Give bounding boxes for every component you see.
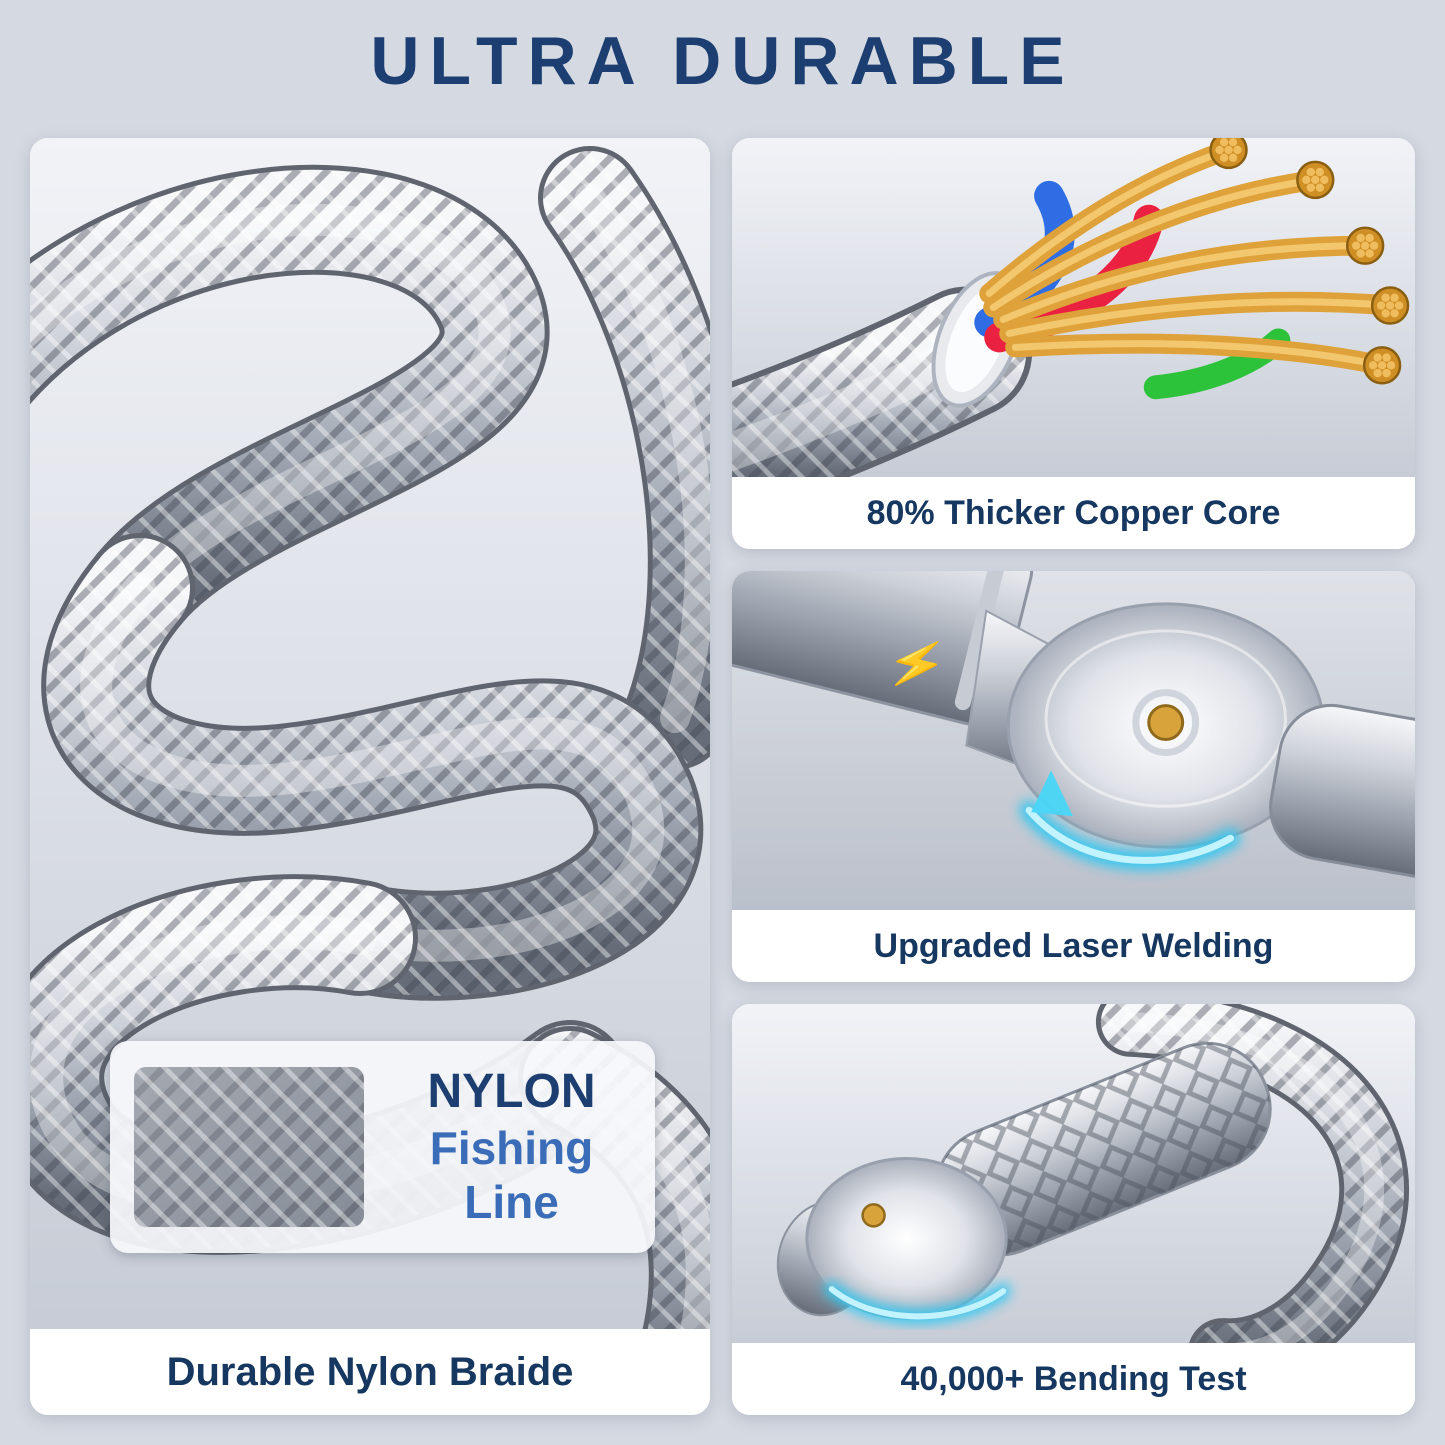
photo-copper-core bbox=[732, 138, 1415, 477]
braid-swatch-texture bbox=[134, 1067, 364, 1227]
nylon-badge: NYLON Fishing Line bbox=[110, 1041, 655, 1253]
panel-laser-welding: ⚡ bbox=[732, 571, 1415, 982]
panel-nylon-braid: NYLON Fishing Line Durable Nylon Braide bbox=[30, 138, 710, 1415]
laser-welding-illustration: ⚡ bbox=[732, 571, 1415, 910]
photo-nylon-braid: NYLON Fishing Line bbox=[30, 138, 710, 1329]
copper-strands bbox=[979, 138, 1410, 385]
braid-swatch bbox=[134, 1067, 364, 1227]
caption-bending-test: 40,000+ Bending Test bbox=[732, 1343, 1415, 1415]
badge-nylon-label: NYLON bbox=[427, 1065, 596, 1119]
panel-copper-core: 80% Thicker Copper Core bbox=[732, 138, 1415, 549]
copper-core-illustration bbox=[732, 138, 1415, 477]
content-grid: NYLON Fishing Line Durable Nylon Braide bbox=[30, 138, 1415, 1415]
bending-test-illustration bbox=[732, 1004, 1415, 1343]
swivel-joint bbox=[776, 1157, 1012, 1325]
caption-nylon-braid: Durable Nylon Braide bbox=[30, 1329, 710, 1415]
badge-line-label: Line bbox=[464, 1176, 559, 1229]
badge-text: NYLON Fishing Line bbox=[392, 1064, 631, 1229]
photo-laser-welding: ⚡ bbox=[732, 571, 1415, 910]
gold-contact-dot bbox=[1147, 704, 1185, 741]
caption-laser-welding: Upgraded Laser Welding bbox=[732, 910, 1415, 982]
right-column: 80% Thicker Copper Core ⚡ bbox=[732, 138, 1415, 1415]
laser-weld-glow bbox=[1019, 770, 1241, 871]
page-title: ULTRA DURABLE bbox=[370, 23, 1075, 99]
right-metal-arm bbox=[1269, 703, 1415, 895]
gold-contact-dot bbox=[861, 1203, 886, 1228]
caption-copper-core: 80% Thicker Copper Core bbox=[732, 477, 1415, 549]
usb-plug: ⚡ bbox=[732, 571, 1034, 726]
badge-fishing-label: Fishing bbox=[429, 1122, 594, 1175]
panel-bending-test: 40,000+ Bending Test bbox=[732, 1004, 1415, 1415]
photo-bending-test bbox=[732, 1004, 1415, 1343]
